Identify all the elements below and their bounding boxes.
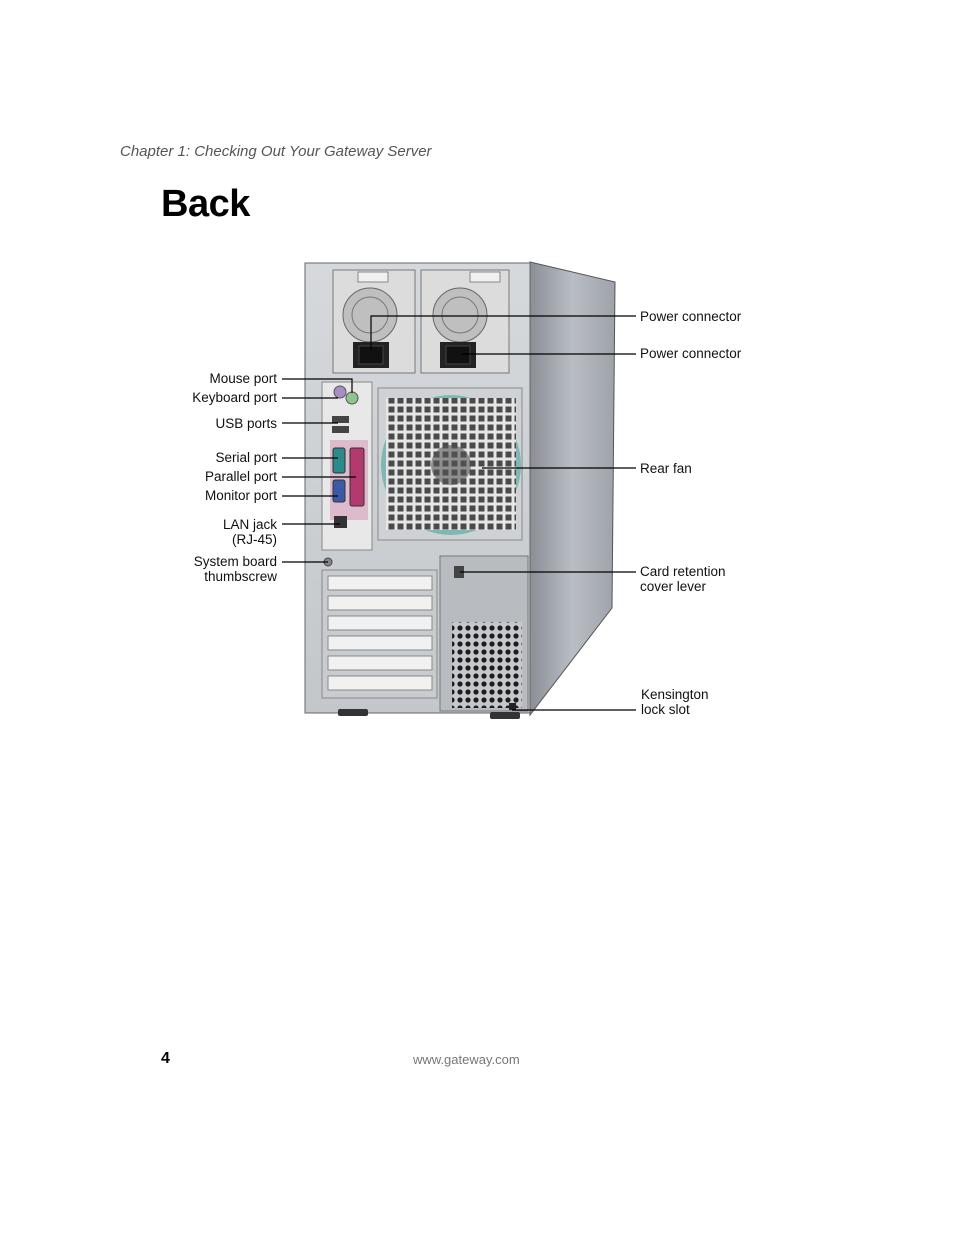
callout-rear-fan: Rear fan (640, 461, 692, 476)
io-panel (321, 381, 373, 551)
server-back-figure (282, 261, 636, 719)
callout-power-connector-2: Power connector (640, 346, 742, 361)
leader-lines (282, 315, 636, 711)
power-supply-1 (332, 269, 416, 374)
callout-usb-ports: USB ports (215, 416, 277, 431)
callout-system-board-thumbscrew: System board thumbscrew (193, 554, 277, 584)
callout-power-connector-1: Power connector (640, 309, 742, 324)
callout-kensington-lock-slot: Kensington lock slot (641, 687, 709, 717)
callout-lan-jack: LAN jack (RJ-45) (222, 517, 277, 547)
callout-parallel-port: Parallel port (204, 469, 277, 484)
callout-card-retention-cover-lever: Card retention cover lever (640, 564, 726, 594)
expansion-slots (321, 557, 438, 699)
callout-serial-port: Serial port (215, 450, 277, 465)
case-side-panel (529, 261, 616, 717)
card-retention-cover (439, 555, 529, 712)
section-title: Back (161, 183, 250, 225)
callout-mouse-port: Mouse port (209, 371, 277, 386)
rear-fan-grill (377, 387, 523, 541)
footer-website: www.gateway.com (413, 1052, 520, 1067)
callout-monitor-port: Monitor port (204, 488, 277, 503)
callout-keyboard-port: Keyboard port (192, 390, 277, 405)
chapter-header: Chapter 1: Checking Out Your Gateway Ser… (120, 143, 432, 160)
power-supply-2 (420, 269, 510, 374)
page-number: 4 (161, 1050, 170, 1067)
